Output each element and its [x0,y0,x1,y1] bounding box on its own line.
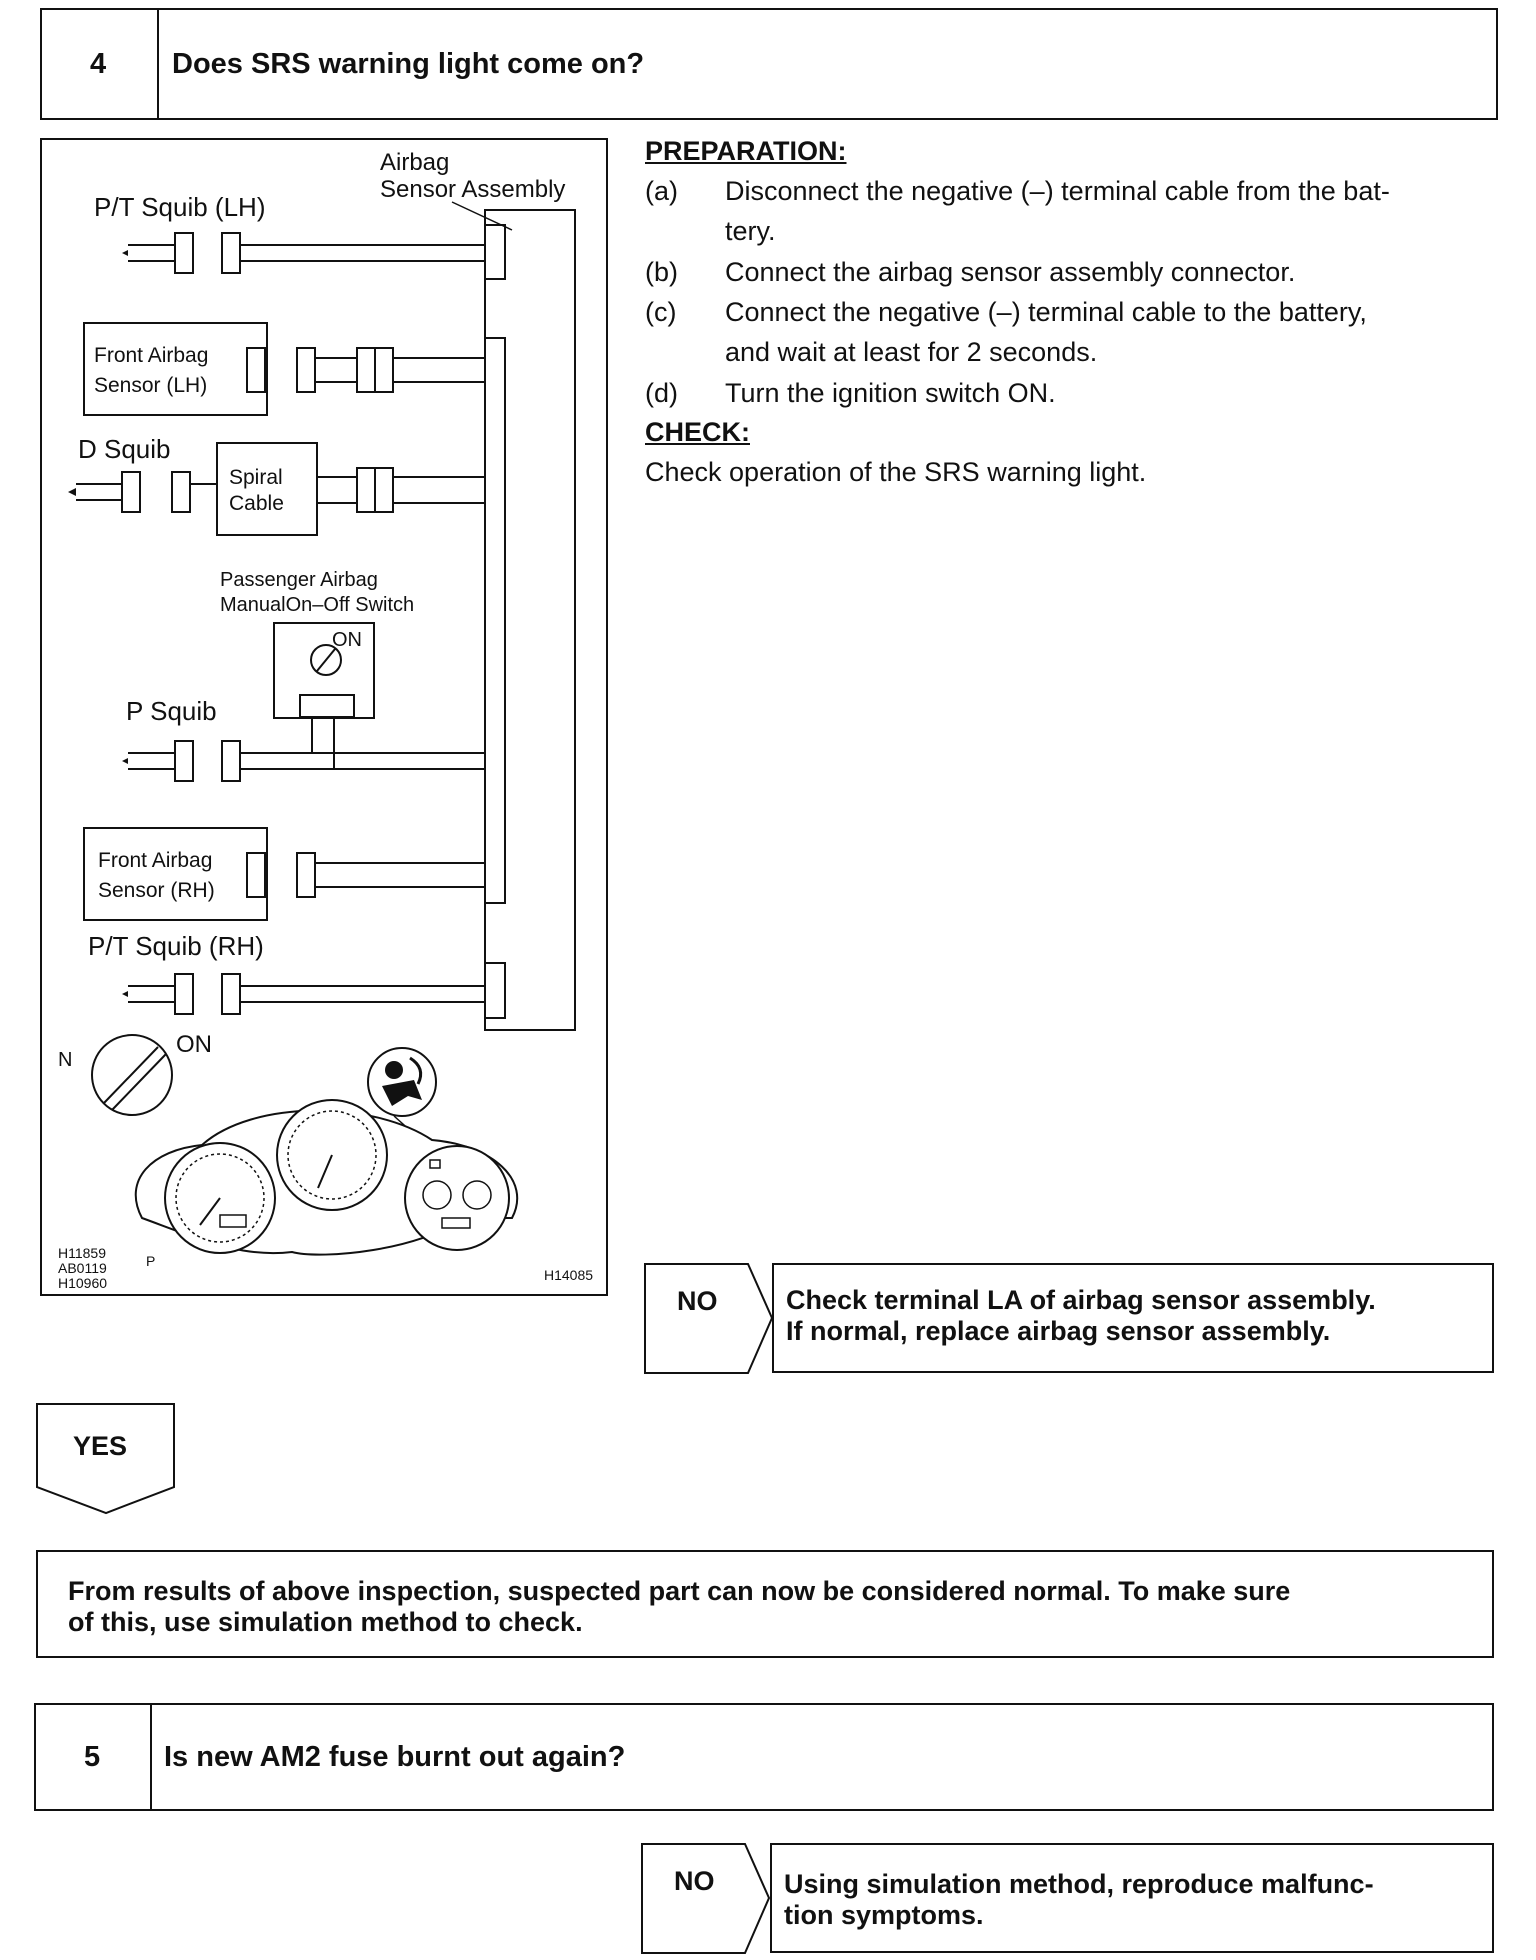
prep-item-d-label: (d) [645,378,678,408]
no-result-box-2: Using simulation method, reproduce malfu… [770,1843,1494,1953]
preparation-heading: PREPARATION: [645,136,847,166]
switch-on-label: ON [332,629,362,651]
passenger-switch-label-1: Passenger Airbag [220,569,378,591]
spiral-label: Spiral [229,466,283,489]
prep-item-a-label: (a) [645,176,678,206]
no-label-1: NO [677,1286,718,1316]
step-title: Does SRS warning light come on? [172,48,645,80]
code-right: H14085 [544,1267,593,1283]
ign-on-label: ON [176,1031,212,1058]
no-label-2: NO [674,1866,715,1896]
pt-squib-rh-label: P/T Squib (RH) [88,931,264,961]
wiring-diagram: Airbag Sensor Assembly P/T Squib (LH) Fr… [40,138,608,1296]
pt-squib-lh-label: P/T Squib (LH) [94,192,265,222]
no-arrow-2 [641,1843,771,1954]
front-airbag-rh-label-2: Sensor (RH) [98,879,215,902]
d-squib-label: D Squib [78,434,171,464]
no-result-2-line1: Using simulation method, reproduce malfu… [784,1869,1374,1899]
airbag-label: Airbag [380,149,449,176]
cable-label: Cable [229,492,284,515]
no-result-line1: Check terminal LA of airbag sensor assem… [786,1285,1376,1315]
prep-item-b-label: (b) [645,257,678,287]
step-4-header: 4 Does SRS warning light come on? [40,8,1498,120]
front-airbag-lh-label-2: Sensor (LH) [94,374,207,397]
step-5-header: 5 Is new AM2 fuse burnt out again? [34,1703,1494,1811]
prep-item-a-line2: tery. [725,216,776,246]
check-heading: CHECK: [645,417,750,447]
code-p: P [146,1253,155,1269]
ign-n-label: N [58,1049,72,1071]
passenger-switch-label-2: ManualOn–Off Switch [220,594,414,616]
yes-arrow [36,1403,175,1515]
no-result-line2: If normal, replace airbag sensor assembl… [786,1316,1331,1346]
prep-item-c-line2: and wait at least for 2 seconds. [725,337,1098,367]
prep-item-a-line1: Disconnect the negative (–) terminal cab… [725,176,1390,206]
code-1: H11859 [58,1245,106,1261]
front-airbag-rh-label-1: Front Airbag [98,849,212,872]
code-3: H10960 [58,1275,107,1291]
wiring-diagram-svg: Airbag Sensor Assembly P/T Squib (LH) Fr… [58,149,593,1291]
yes-label: YES [73,1431,128,1461]
p-squib-label: P Squib [126,696,217,726]
step-5-number: 5 [84,1741,101,1773]
prep-item-c-label: (c) [645,297,677,327]
step-5-title: Is new AM2 fuse burnt out again? [164,1741,626,1773]
no-arrow-1 [644,1263,774,1374]
prep-item-d-line1: Turn the ignition switch ON. [725,378,1056,408]
note-box: From results of above inspection, suspec… [36,1550,1494,1658]
no-result-2-line2: tion symptoms. [784,1900,984,1930]
check-text: Check operation of the SRS warning light… [645,457,1147,487]
note-line1: From results of above inspection, suspec… [68,1576,1291,1606]
no-result-box-1: Check terminal LA of airbag sensor assem… [772,1263,1494,1373]
prep-item-b-line1: Connect the airbag sensor assembly conne… [725,257,1296,287]
front-airbag-lh-label-1: Front Airbag [94,344,208,367]
code-2: AB0119 [58,1260,107,1276]
step-number: 4 [90,48,107,80]
prep-item-c-line1: Connect the negative (–) terminal cable … [725,297,1367,327]
note-line2: of this, use simulation method to check. [68,1607,583,1637]
sensor-assembly-label: Sensor Assembly [380,176,565,203]
